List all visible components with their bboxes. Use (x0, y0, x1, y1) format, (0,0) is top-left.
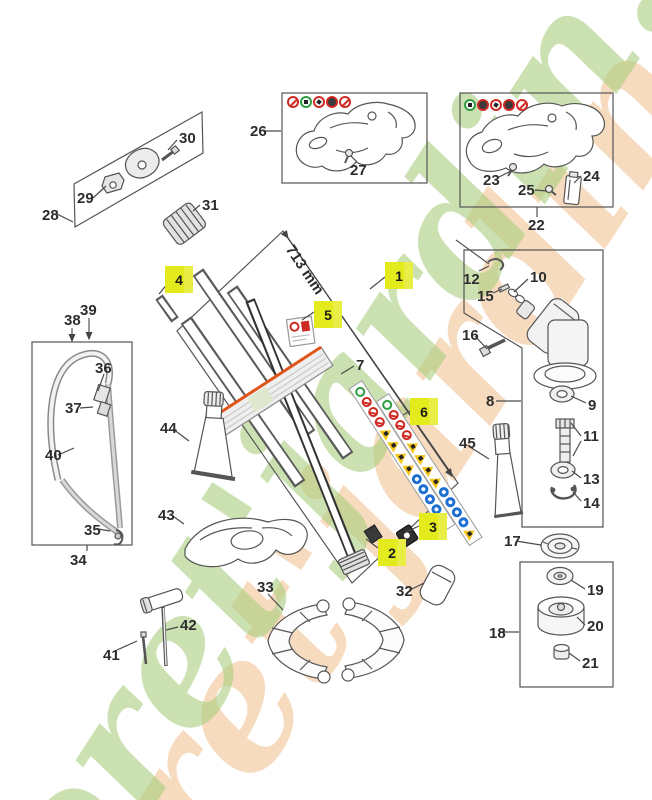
callout-37[interactable]: 37 (65, 400, 82, 417)
callout-31[interactable]: 31 (202, 197, 219, 214)
callout-20[interactable]: 20 (587, 618, 604, 635)
rider-plate-17 (540, 533, 580, 559)
deflector-33 (267, 597, 405, 684)
guard26-pictogram-row (287, 96, 351, 108)
callout-36[interactable]: 36 (95, 360, 112, 377)
grease-tube-44 (190, 390, 236, 482)
callout-34[interactable]: 34 (70, 552, 87, 569)
callout-28[interactable]: 28 (42, 207, 59, 224)
callout-33[interactable]: 33 (257, 579, 274, 596)
callout-45[interactable]: 45 (459, 435, 476, 452)
leader-lines (56, 130, 587, 662)
callout-11[interactable]: 11 (583, 428, 599, 445)
guard22-pictogram-row (464, 99, 528, 111)
callout-29[interactable]: 29 (77, 190, 94, 207)
solid-pictogram-icon (503, 99, 515, 111)
callout-2[interactable]: 2 (378, 539, 406, 566)
clamp-group-28 (73, 110, 207, 245)
solid-pictogram-icon (326, 96, 338, 108)
goggles-43 (184, 517, 308, 568)
tri-sticker-icon (463, 525, 478, 541)
callout-43[interactable]: 43 (158, 507, 175, 524)
callout-39[interactable]: 39 (80, 302, 97, 319)
shaft-assembly-box (155, 230, 459, 584)
callout-38[interactable]: 38 (64, 312, 81, 329)
no-pictogram-icon (339, 96, 351, 108)
callout-22[interactable]: 22 (528, 217, 545, 234)
callout-41[interactable]: 41 (103, 647, 120, 664)
callout-9[interactable]: 9 (588, 397, 597, 414)
callout-44[interactable]: 44 (160, 420, 177, 437)
callout-12[interactable]: 12 (463, 271, 480, 288)
grease-tube-45 (492, 423, 524, 519)
callout-5[interactable]: 5 (314, 301, 342, 328)
callout-25[interactable]: 25 (518, 182, 535, 199)
blade-pictogram-icon (313, 96, 325, 108)
blade-pictogram-icon (490, 99, 502, 111)
mowing-head-group-18 (519, 561, 614, 688)
instruction-sticker-7 (209, 345, 334, 439)
guard-box-22 (459, 92, 614, 217)
gearbox-group-8 (455, 239, 604, 528)
callout-7[interactable]: 7 (356, 357, 365, 374)
callout-24[interactable]: 24 (583, 168, 600, 185)
callout-4[interactable]: 4 (165, 266, 193, 293)
callout-13[interactable]: 13 (583, 471, 600, 488)
harness-group-34 (31, 318, 133, 546)
tools-41-42 (139, 588, 184, 667)
callout-8[interactable]: 8 (486, 393, 495, 410)
callout-16[interactable]: 16 (462, 327, 479, 344)
ok-pictogram-icon (464, 99, 476, 111)
callout-23[interactable]: 23 (483, 172, 500, 189)
ok-pictogram-icon (300, 96, 312, 108)
callout-1[interactable]: 1 (385, 262, 413, 289)
end-cap-32 (419, 564, 456, 606)
callout-42[interactable]: 42 (180, 617, 197, 634)
solid-pictogram-icon (477, 99, 489, 111)
callout-14[interactable]: 14 (583, 495, 600, 512)
callout-6[interactable]: 6 (410, 398, 438, 425)
no-pictogram-icon (287, 96, 299, 108)
callout-15[interactable]: 15 (477, 288, 494, 305)
callout-18[interactable]: 18 (489, 625, 506, 642)
callout-32[interactable]: 32 (396, 583, 413, 600)
callout-3[interactable]: 3 (419, 513, 447, 540)
callout-17[interactable]: 17 (504, 533, 521, 550)
callout-21[interactable]: 21 (582, 655, 599, 672)
callout-10[interactable]: 10 (530, 269, 547, 286)
callout-19[interactable]: 19 (587, 582, 604, 599)
callout-40[interactable]: 40 (45, 447, 62, 464)
callout-35[interactable]: 35 (84, 522, 101, 539)
guard-box-26 (281, 92, 428, 184)
callout-30[interactable]: 30 (179, 130, 196, 147)
callout-27[interactable]: 27 (350, 162, 367, 179)
callout-26[interactable]: 26 (250, 123, 267, 140)
warning-sticker-5 (285, 315, 316, 348)
no-pictogram-icon (516, 99, 528, 111)
